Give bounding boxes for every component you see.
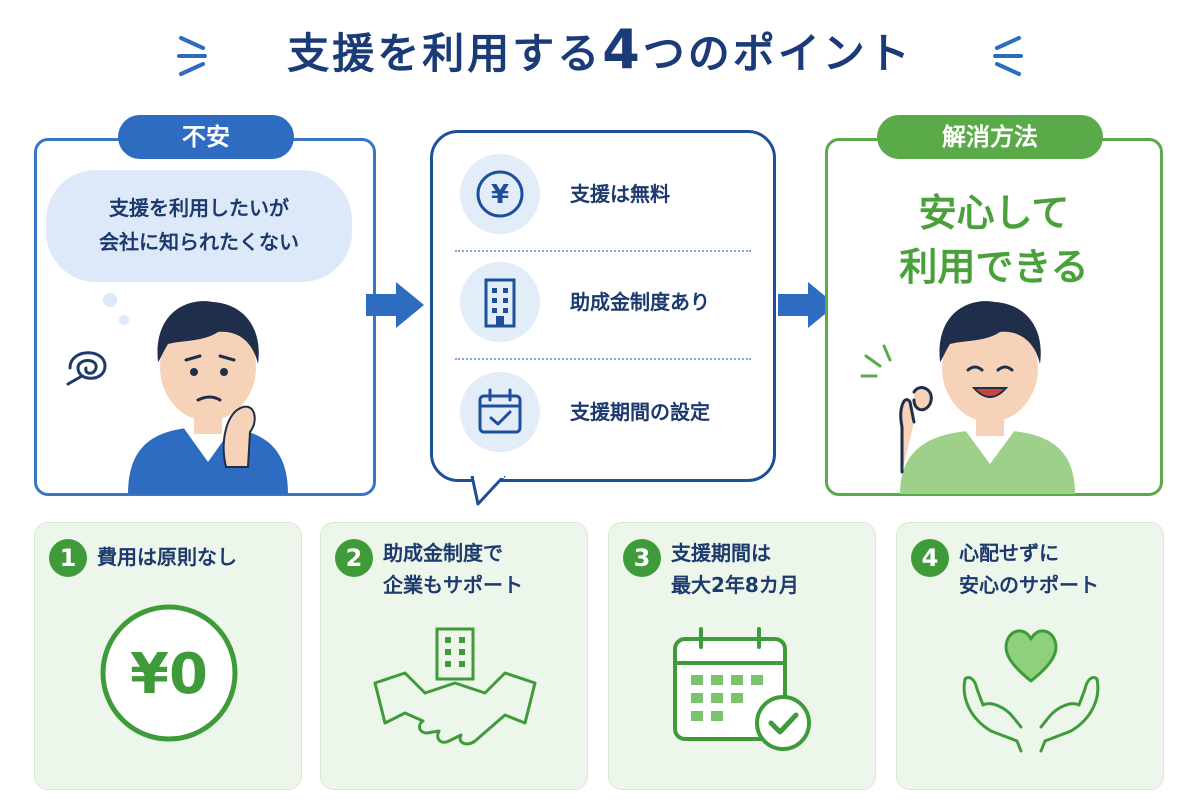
thought-dots-icon bbox=[103, 293, 129, 325]
speech-bubble-tail bbox=[470, 476, 506, 506]
handshake-building-icon bbox=[373, 627, 537, 746]
point-number-badge: 1 bbox=[49, 539, 87, 577]
anxiety-label: 不安 bbox=[118, 115, 294, 159]
solution-label: 解消方法 bbox=[877, 115, 1103, 159]
divider bbox=[455, 358, 751, 360]
arrow-right-icon bbox=[778, 282, 836, 328]
worry-line-2: 会社に知られたくない bbox=[99, 230, 299, 254]
feature-label-subsidy: 助成金制度あり bbox=[570, 290, 710, 314]
happy-man-ok-illustration bbox=[899, 301, 1075, 494]
point-number-badge: 4 bbox=[911, 539, 949, 577]
point-number-badge: 2 bbox=[335, 539, 373, 577]
point-text: 費用は原則なし bbox=[97, 545, 237, 569]
worry-line-1: 支援を利用したいが bbox=[109, 196, 289, 220]
point-number-badge: 3 bbox=[623, 539, 661, 577]
point-text: 助成金制度で 企業もサポート bbox=[383, 541, 523, 597]
worried-man-illustration bbox=[128, 301, 288, 494]
calendar-check-icon bbox=[673, 627, 811, 751]
point-card-4: 4 心配せずに 安心のサポート bbox=[896, 522, 1164, 790]
point-card-1: 1 費用は原則なし ¥0 bbox=[34, 522, 302, 790]
feature-label-period: 支援期間の設定 bbox=[570, 400, 710, 424]
worry-scribble-icon bbox=[66, 351, 107, 386]
point-text: 支援期間は 最大2年8カ月 bbox=[671, 541, 799, 597]
feature-row-period: 支援期間の設定 bbox=[460, 372, 760, 452]
solution-message: 安心して 利用できる bbox=[828, 186, 1160, 294]
feature-row-subsidy: 助成金制度あり bbox=[460, 262, 760, 342]
divider bbox=[455, 250, 751, 252]
solution-line-2: 利用できる bbox=[899, 245, 1089, 289]
yen-zero-icon: ¥0 bbox=[100, 604, 238, 742]
sparkle-icon bbox=[860, 344, 892, 378]
point-card-3: 3 支援期間は 最大2年8カ月 bbox=[608, 522, 876, 790]
yen-icon: ¥ bbox=[460, 154, 540, 234]
yen-zero-text: ¥0 bbox=[130, 642, 208, 707]
point-text: 心配せずに 安心のサポート bbox=[959, 541, 1099, 597]
feature-row-free: ¥ 支援は無料 bbox=[460, 154, 760, 234]
sparkle-right-icon bbox=[993, 36, 1023, 76]
svg-text:¥: ¥ bbox=[491, 180, 509, 210]
building-icon bbox=[460, 262, 540, 342]
worry-speech-bubble: 支援を利用したいが 会社に知られたくない bbox=[46, 170, 352, 282]
sparkle-left-icon bbox=[177, 36, 207, 76]
feature-label-free: 支援は無料 bbox=[570, 182, 670, 206]
solution-line-1: 安心して bbox=[918, 191, 1070, 235]
calendar-check-icon bbox=[460, 372, 540, 452]
point-card-2: 2 助成金制度で 企業もサポート bbox=[320, 522, 588, 790]
arrow-right-icon bbox=[366, 282, 424, 328]
heart-hands-icon bbox=[962, 629, 1100, 753]
page-title: 支援を利用する4つのポイント bbox=[287, 18, 913, 81]
